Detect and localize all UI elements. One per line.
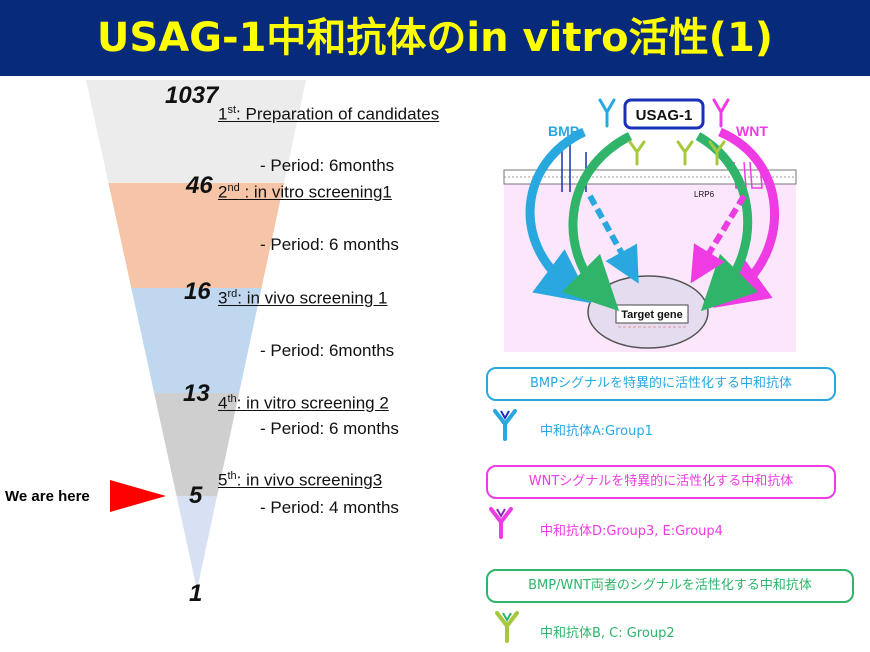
screening-funnel	[86, 80, 306, 590]
bmp-arrow	[525, 127, 592, 304]
antibody-icon-usag-right	[712, 98, 730, 128]
antibody-icon-usag-left	[598, 98, 616, 128]
count-final: 1	[189, 580, 203, 607]
stage-4-label: 4th: in vitro screening 2	[218, 393, 389, 413]
current-stage-arrow-icon	[110, 480, 166, 512]
period-1: - Period: 6months	[260, 156, 395, 175]
legend-wnt-box: WNTシグナルを特異的に活性化する中和抗体	[486, 465, 836, 499]
count-stage-3: 16	[184, 278, 211, 305]
usag1-label: USAG-1	[636, 107, 693, 124]
target-gene-box	[615, 304, 689, 324]
signaling-diagram: Target gene USAG-1 BMP WNT LRP6	[503, 98, 797, 352]
lrp6-label: LRP6	[694, 190, 715, 199]
green-arrow-left	[561, 132, 633, 312]
stage-2-label: 2nd : in vitro screening1	[218, 182, 392, 202]
count-stage-1: 1037	[165, 82, 219, 109]
usag1-box	[623, 98, 705, 130]
wnt-label: WNT	[736, 123, 768, 139]
legend-bmp-box: BMPシグナルを特異的に活性化する中和抗体	[486, 367, 836, 401]
current-stage-marker-label: We are here	[5, 488, 90, 505]
antibody-icon-magenta	[489, 507, 513, 539]
stage-1-label: 1st: Preparation of candidates	[218, 104, 440, 124]
count-stage-5: 5	[189, 482, 203, 509]
stage-5-label: 5th: in vivo screening3	[218, 470, 383, 490]
antibody-icon-green-row	[628, 140, 726, 166]
period-2: - Period: 6 months	[260, 235, 399, 254]
bmp-signal-arrow	[587, 194, 639, 284]
page-title: USAG-1中和抗体のin vitro活性(1)	[96, 15, 774, 61]
legend-wnt-label: 中和抗体D:Group3, E:Group4	[540, 524, 723, 539]
period-3: - Period: 6months	[260, 341, 395, 360]
antibody-icon-blue	[493, 409, 517, 441]
stage-3-label: 3rd: in vivo screening 1	[218, 288, 388, 308]
funnel-band-1	[86, 80, 306, 184]
period-4: - Period: 6 months	[260, 419, 399, 438]
count-stage-2: 46	[186, 172, 213, 199]
period-5: - Period: 4 months	[260, 498, 399, 517]
title-banner	[0, 0, 870, 76]
target-gene-label: Target gene	[621, 309, 683, 321]
legend-bmp-label: 中和抗体A:Group1	[540, 424, 653, 439]
legend-both-box: BMP/WNT両者のシグナルを活性化する中和抗体	[486, 569, 854, 603]
count-stage-4: 13	[183, 380, 210, 407]
legend-both-label: 中和抗体B, C: Group2	[540, 626, 675, 641]
antibody-icon-green	[495, 611, 519, 643]
